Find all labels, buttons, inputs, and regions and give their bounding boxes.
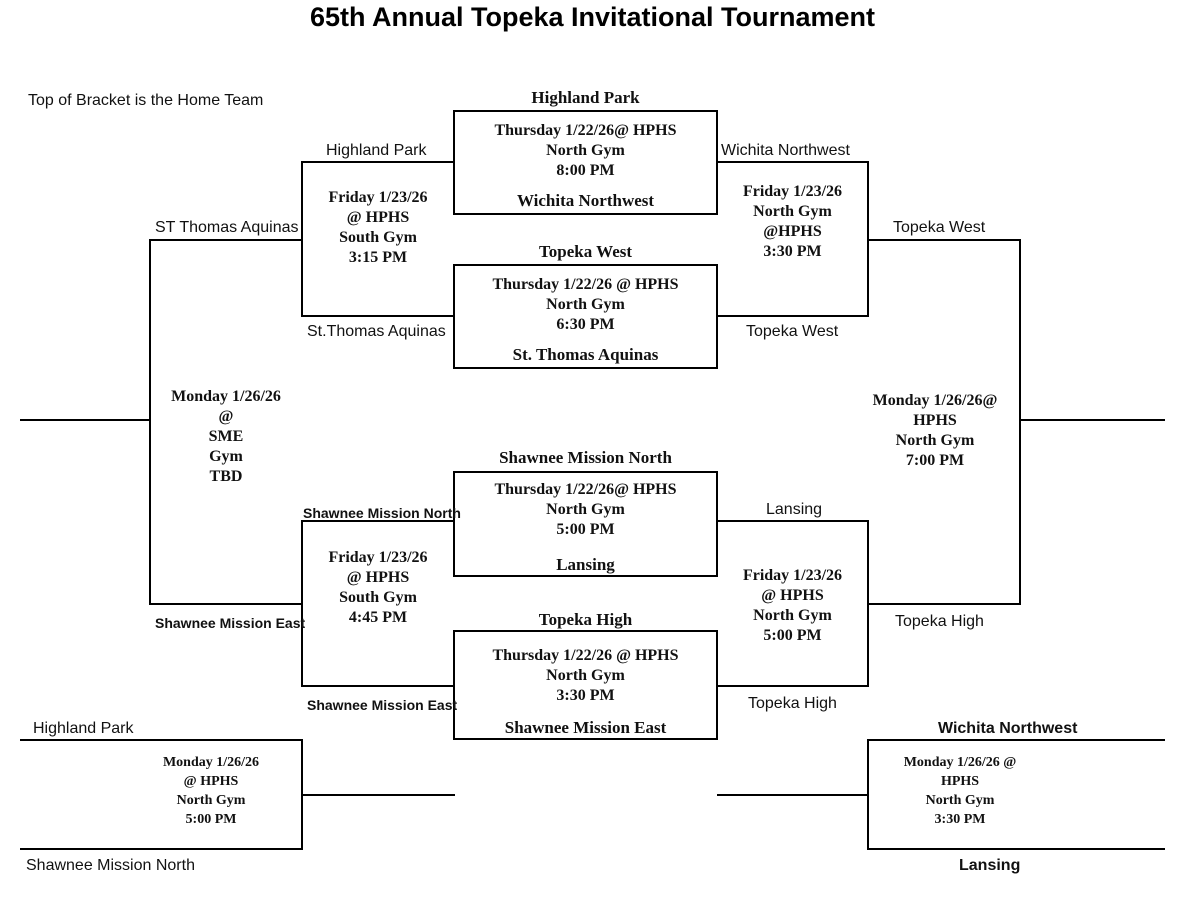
left-bottom-site: @ HPHS bbox=[346, 569, 410, 586]
bottom-right-info: Monday 1/26/26 @ HPHS North Gym 3:30 PM bbox=[880, 753, 1040, 829]
bottom-right-date: Monday 1/26/26 @ bbox=[903, 755, 1017, 770]
left-bottom-away-team: Shawnee Mission East bbox=[307, 697, 458, 713]
right-top-info: Friday 1/23/26 North Gym @HPHS 3:30 PM bbox=[717, 182, 868, 262]
bracket-final-right bbox=[868, 239, 1021, 605]
bottom-right-time: 3:30 PM bbox=[934, 812, 986, 827]
left-top-time: 3:15 PM bbox=[348, 249, 408, 266]
right-top-date: Friday 1/23/26 bbox=[742, 183, 843, 200]
left-top-away-team: St.Thomas Aquinas bbox=[307, 323, 446, 340]
game4-away-team: Shawnee Mission East bbox=[504, 718, 667, 737]
game4-time: 3:30 PM bbox=[556, 687, 615, 704]
game4-date: Thursday 1/22/26 @ HPHS bbox=[492, 647, 679, 664]
game1-away-team: Wichita Northwest bbox=[516, 191, 655, 210]
bottom-right-gym: North Gym bbox=[925, 793, 995, 808]
bottom-left-time: 5:00 PM bbox=[185, 812, 237, 827]
game2-home-team: Topeka West bbox=[538, 242, 633, 261]
final-left-away-team: Shawnee Mission East bbox=[155, 615, 306, 631]
right-bottom-gym: North Gym bbox=[753, 607, 832, 624]
right-bottom-time: 5:00 PM bbox=[763, 627, 822, 644]
final-right-gym: North Gym bbox=[895, 432, 975, 449]
game3-away-team: Lansing bbox=[556, 555, 615, 574]
right-bottom-home-team: Lansing bbox=[766, 501, 823, 518]
game2-info: Thursday 1/22/26 @ HPHS North Gym 6:30 P… bbox=[454, 275, 717, 335]
left-bottom-home-team: Shawnee Mission North bbox=[303, 505, 461, 521]
left-top-site: @ HPHS bbox=[346, 209, 410, 226]
left-bottom-time: 4:45 PM bbox=[348, 609, 408, 626]
game3-time: 5:00 PM bbox=[556, 521, 615, 538]
right-top-time: 3:30 PM bbox=[763, 243, 822, 260]
left-bottom-gym: South Gym bbox=[339, 589, 417, 606]
left-bottom-info: Friday 1/23/26 @ HPHS South Gym 4:45 PM bbox=[302, 548, 454, 628]
bottom-right-site: HPHS bbox=[940, 774, 980, 789]
left-top-info: Friday 1/23/26 @ HPHS South Gym 3:15 PM bbox=[302, 188, 454, 268]
game2-gym: North Gym bbox=[546, 296, 625, 313]
final-right-date: Monday 1/26/26@ bbox=[872, 392, 998, 409]
right-top-away-team: Topeka West bbox=[746, 323, 839, 340]
final-right-away-team: Topeka High bbox=[895, 613, 984, 630]
game1-info: Thursday 1/22/26@ HPHS North Gym 8:00 PM bbox=[454, 121, 717, 181]
bottom-right-away-team: Lansing bbox=[959, 857, 1021, 874]
final-left-at: @ bbox=[218, 408, 234, 425]
bottom-left-gym: North Gym bbox=[176, 793, 246, 808]
game2-time: 6:30 PM bbox=[556, 316, 615, 333]
game4-gym: North Gym bbox=[546, 667, 625, 684]
bottom-left-site: @ HPHS bbox=[183, 774, 239, 789]
bottom-left-date: Monday 1/26/26 bbox=[162, 755, 260, 770]
game4-home-team: Topeka High bbox=[538, 610, 633, 629]
left-top-date: Friday 1/23/26 bbox=[328, 189, 428, 206]
final-right-home-team: Topeka West bbox=[893, 219, 986, 236]
game4-info: Thursday 1/22/26 @ HPHS North Gym 3:30 P… bbox=[454, 646, 717, 706]
final-left-home-team: ST Thomas Aquinas bbox=[155, 219, 299, 236]
game1-gym: North Gym bbox=[546, 142, 625, 159]
bottom-left-home-team: Highland Park bbox=[33, 720, 134, 737]
game1-date: Thursday 1/22/26@ HPHS bbox=[494, 122, 677, 139]
final-left-info: Monday 1/26/26 @ SME Gym TBD bbox=[150, 387, 302, 487]
right-bottom-info: Friday 1/23/26 @ HPHS North Gym 5:00 PM bbox=[717, 566, 868, 646]
bottom-left-away-team: Shawnee Mission North bbox=[26, 857, 195, 874]
bottom-right-home-team: Wichita Northwest bbox=[938, 720, 1078, 737]
right-bottom-site: @ HPHS bbox=[761, 587, 824, 604]
game2-away-team: St. Thomas Aquinas bbox=[512, 345, 659, 364]
final-left-date: Monday 1/26/26 bbox=[171, 388, 281, 405]
right-bottom-date: Friday 1/23/26 bbox=[742, 567, 843, 584]
final-left-site: SME bbox=[208, 428, 244, 445]
final-right-time: 7:00 PM bbox=[905, 452, 965, 469]
home-team-note: Top of Bracket is the Home Team bbox=[28, 92, 264, 109]
game2-date: Thursday 1/22/26 @ HPHS bbox=[492, 276, 679, 293]
game3-date: Thursday 1/22/26@ HPHS bbox=[494, 481, 677, 498]
bracket-final-left bbox=[149, 239, 302, 605]
page-title: 65th Annual Topeka Invitational Tourname… bbox=[309, 2, 876, 32]
right-top-gym: North Gym bbox=[753, 203, 832, 220]
right-top-site: @HPHS bbox=[763, 223, 822, 240]
final-right-info: Monday 1/26/26@ HPHS North Gym 7:00 PM bbox=[860, 391, 1010, 471]
game3-info: Thursday 1/22/26@ HPHS North Gym 5:00 PM bbox=[454, 480, 717, 540]
left-top-home-team: Highland Park bbox=[326, 142, 427, 159]
game3-home-team: Shawnee Mission North bbox=[499, 448, 672, 467]
final-left-gym: Gym bbox=[209, 448, 243, 465]
game1-home-team: Highland Park bbox=[531, 88, 640, 107]
final-right-site: HPHS bbox=[913, 412, 957, 429]
bottom-left-info: Monday 1/26/26 @ HPHS North Gym 5:00 PM bbox=[150, 753, 272, 829]
left-bottom-date: Friday 1/23/26 bbox=[328, 549, 428, 566]
left-top-gym: South Gym bbox=[339, 229, 417, 246]
right-bottom-away-team: Topeka High bbox=[748, 695, 837, 712]
right-top-home-team: Wichita Northwest bbox=[721, 142, 850, 159]
game-box-3 bbox=[453, 471, 718, 577]
game3-gym: North Gym bbox=[546, 501, 625, 518]
game1-time: 8:00 PM bbox=[556, 162, 615, 179]
final-left-time: TBD bbox=[209, 468, 243, 485]
